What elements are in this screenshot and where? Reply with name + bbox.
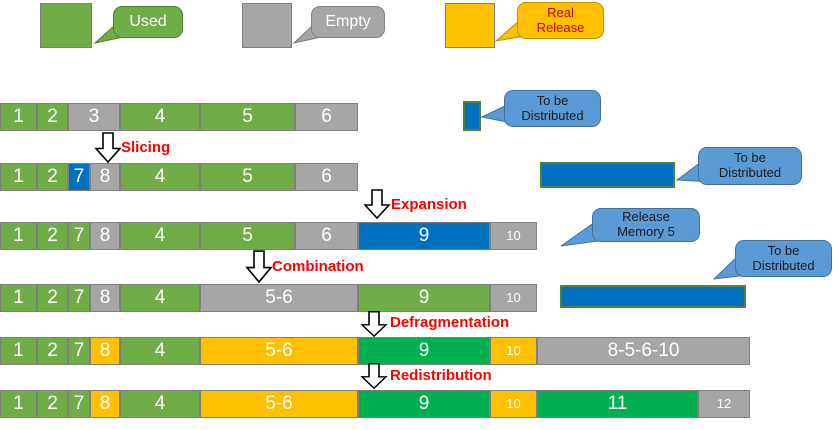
memory-block-4: 4 <box>120 103 200 131</box>
memory-block-3: 3 <box>68 103 120 131</box>
memory-block-8-5-6-10: 8-5-6-10 <box>537 337 750 365</box>
memory-block-8: 8 <box>90 390 120 418</box>
to-be-distributed-rect-3 <box>560 285 746 308</box>
memory-block-12: 12 <box>698 390 750 418</box>
down-arrow-icon <box>245 250 273 284</box>
memory-block-7: 7 <box>68 284 90 312</box>
memory-block-10: 10 <box>490 390 537 418</box>
memory-block-4: 4 <box>120 337 200 365</box>
memory-block-7: 7 <box>68 390 90 418</box>
memory-block-1: 1 <box>0 222 37 250</box>
memory-block-1: 1 <box>0 337 37 365</box>
memory-block-2: 2 <box>37 103 68 131</box>
legend-used-swatch <box>40 3 92 48</box>
step-label-redistribution: Redistribution <box>390 367 492 384</box>
memory-block-5: 5 <box>200 103 295 131</box>
step-label-expansion: Expansion <box>391 196 467 213</box>
memory-block-9: 9 <box>358 337 490 365</box>
memory-block-4: 4 <box>120 284 200 312</box>
down-arrow-icon <box>360 363 388 390</box>
callout-release-memory-5: Release Memory 5 <box>592 208 700 242</box>
memory-block-2: 2 <box>37 284 68 312</box>
memory-block-5-6: 5-6 <box>200 390 358 418</box>
memory-block-8: 8 <box>90 337 120 365</box>
legend-used-bubble: Used <box>113 6 183 38</box>
memory-block-5: 5 <box>200 163 295 191</box>
legend-empty-swatch <box>242 3 292 48</box>
down-arrow-icon <box>360 311 388 338</box>
step-label-slicing: Slicing <box>121 139 171 156</box>
memory-block-9: 9 <box>358 222 490 250</box>
memory-block-1: 1 <box>0 103 37 131</box>
memory-block-1: 1 <box>0 163 37 191</box>
memory-block-7: 7 <box>68 163 90 191</box>
memory-block-5-6: 5-6 <box>200 337 358 365</box>
memory-block-4: 4 <box>120 390 200 418</box>
memory-block-6: 6 <box>295 103 358 131</box>
legend-real-release-bubble: Real Release <box>517 2 604 39</box>
legend-empty-bubble: Empty <box>311 6 385 38</box>
memory-block-8: 8 <box>90 222 120 250</box>
memory-block-10: 10 <box>490 337 537 365</box>
memory-block-4: 4 <box>120 222 200 250</box>
memory-block-4: 4 <box>120 163 200 191</box>
memory-block-2: 2 <box>37 337 68 365</box>
memory-block-9: 9 <box>358 390 490 418</box>
memory-block-5-6: 5-6 <box>200 284 358 312</box>
to-be-distributed-rect-1 <box>463 101 481 131</box>
memory-block-5: 5 <box>200 222 295 250</box>
memory-block-6: 6 <box>295 222 358 250</box>
memory-block-1: 1 <box>0 284 37 312</box>
callout-to-be-distributed-1: To be Distributed <box>504 90 601 127</box>
memory-block-1: 1 <box>0 390 37 418</box>
legend-real-release-swatch <box>445 3 495 48</box>
memory-block-11: 11 <box>537 390 698 418</box>
memory-block-10: 10 <box>490 222 537 250</box>
memory-block-7: 7 <box>68 337 90 365</box>
down-arrow-icon <box>363 189 391 220</box>
memory-block-2: 2 <box>37 163 68 191</box>
memory-block-8: 8 <box>90 284 120 312</box>
step-label-defragmentation: Defragmentation <box>390 314 510 331</box>
callout-to-be-distributed-3: To be Distributed <box>735 240 832 277</box>
memory-block-10: 10 <box>490 284 537 312</box>
memory-block-2: 2 <box>37 222 68 250</box>
memory-block-7: 7 <box>68 222 90 250</box>
step-label-combination: Combination <box>272 258 364 275</box>
down-arrow-icon <box>94 132 122 164</box>
memory-block-8: 8 <box>90 163 120 191</box>
memory-block-9: 9 <box>358 284 490 312</box>
callout-to-be-distributed-2: To be Distributed <box>698 147 802 185</box>
memory-block-2: 2 <box>37 390 68 418</box>
to-be-distributed-rect-2 <box>540 162 675 188</box>
memory-block-6: 6 <box>295 163 358 191</box>
